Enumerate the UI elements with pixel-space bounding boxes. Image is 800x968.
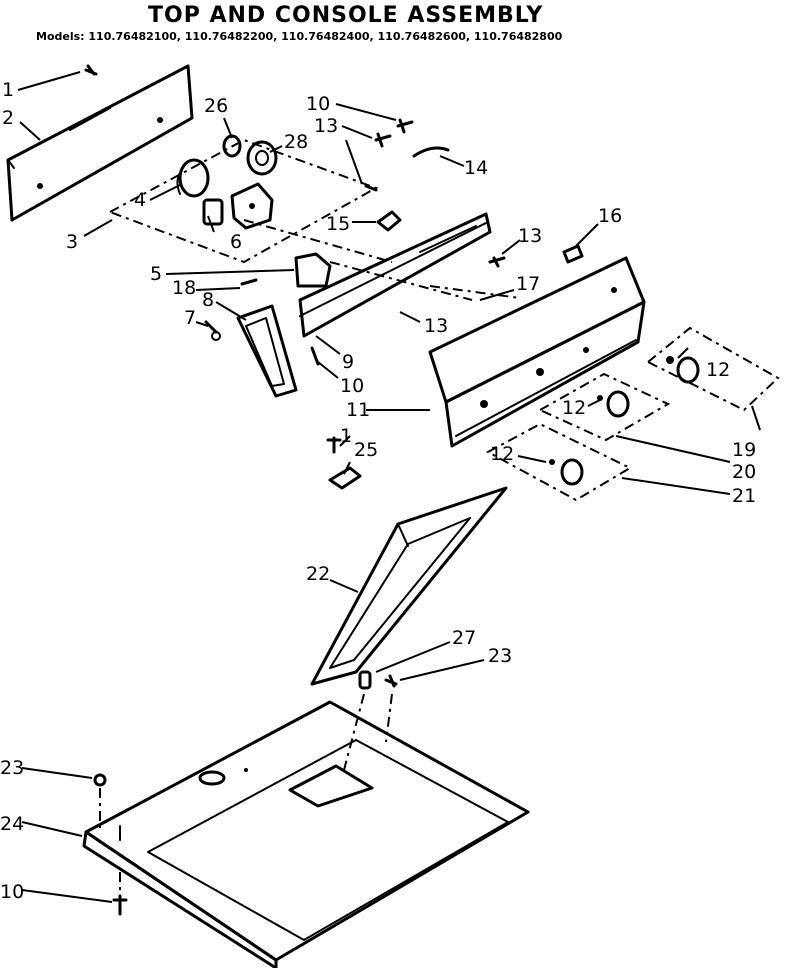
callout-12-middle: 12 (562, 397, 586, 419)
callout-23-lower: 23 (0, 757, 24, 779)
callout-13-mid: 13 (424, 315, 448, 337)
callout-2: 2 (2, 107, 14, 129)
lid-part-22 (310, 486, 508, 686)
switch-part-28 (246, 140, 278, 176)
clip-part-25 (328, 466, 362, 490)
callout-27: 27 (452, 627, 476, 649)
callout-4: 4 (134, 189, 146, 211)
dashed-guide-lines (243, 219, 521, 301)
screw-part-18 (240, 278, 258, 286)
callout-13-top: 13 (314, 115, 338, 137)
callout-24: 24 (0, 813, 24, 835)
callout-6: 6 (230, 231, 242, 253)
callout-20: 20 (732, 461, 756, 483)
callout-11: 11 (346, 399, 370, 421)
screw-part-7 (204, 320, 221, 341)
top-part-24 (82, 700, 530, 968)
screw-part-1-lower (326, 436, 342, 454)
callout-7: 7 (184, 307, 196, 329)
callout-13-right: 13 (518, 225, 542, 247)
knob-outline-20 (537, 372, 671, 442)
callout-9: 9 (342, 351, 354, 373)
callout-12-left: 12 (490, 443, 514, 465)
dashed-guide-lid (343, 693, 365, 771)
callout-1: 1 (2, 79, 14, 101)
diagram-title: TOP AND CONSOLE ASSEMBLY (148, 3, 543, 28)
callout-23-upper: 23 (488, 645, 512, 667)
callout-labels: 1 2 3 4 5 6 7 8 9 10 10 11 1 25 12 12 12… (0, 79, 756, 903)
hinge-part-27 (358, 670, 372, 690)
end-cap-part-8 (236, 304, 298, 398)
console-back-panel (6, 64, 194, 222)
callout-22: 22 (306, 563, 330, 585)
knob-outline-19 (646, 326, 780, 412)
callout-17: 17 (516, 273, 540, 295)
knob-part-12-left (549, 458, 584, 486)
screw-part-23-lower (93, 773, 107, 787)
screw-part-10-top (396, 118, 414, 134)
callout-12-right: 12 (706, 359, 730, 381)
callout-19: 19 (732, 439, 756, 461)
timer-body (230, 182, 274, 230)
callout-26: 26 (204, 95, 228, 117)
control-mounting-plate (107, 138, 379, 264)
callout-10-lower: 10 (0, 881, 24, 903)
screw-part-23-upper (384, 674, 398, 688)
knob-outline-21 (485, 422, 633, 502)
knob-part-12-right (666, 356, 700, 384)
callout-10-mid: 10 (340, 375, 364, 397)
callout-18: 18 (172, 277, 196, 299)
screw-part-10-mid (310, 346, 320, 366)
screw-part-13-top (374, 132, 392, 148)
callout-15: 15 (326, 213, 350, 235)
callout-14: 14 (464, 157, 488, 179)
model-numbers: Models: 110.76482100, 110.76482200, 110.… (36, 30, 563, 43)
bracket-part-5 (294, 252, 332, 288)
callout-3: 3 (66, 231, 78, 253)
clip-part-14 (412, 146, 450, 158)
knob-part-12-middle (597, 390, 630, 418)
slide-rail-part-9 (298, 212, 492, 338)
switch-part-6 (202, 198, 224, 226)
screw-part-10-lower (112, 894, 128, 916)
callout-5: 5 (150, 263, 162, 285)
screw-part-1 (84, 64, 98, 76)
screw-part-13-right (488, 256, 506, 268)
callout-25: 25 (354, 439, 378, 461)
timer-part-4 (176, 158, 210, 198)
clip-part-16 (562, 244, 584, 264)
callout-16: 16 (598, 205, 622, 227)
screw-part-13-left (364, 184, 378, 192)
console-panel-part-11 (428, 256, 646, 448)
bracket-part-15 (376, 210, 402, 232)
callout-21: 21 (732, 485, 756, 507)
callout-8: 8 (202, 289, 214, 311)
callout-10-top: 10 (306, 93, 330, 115)
callout-28: 28 (284, 131, 308, 153)
leader-lines (17, 71, 761, 903)
callout-1-lower: 1 (340, 425, 352, 447)
